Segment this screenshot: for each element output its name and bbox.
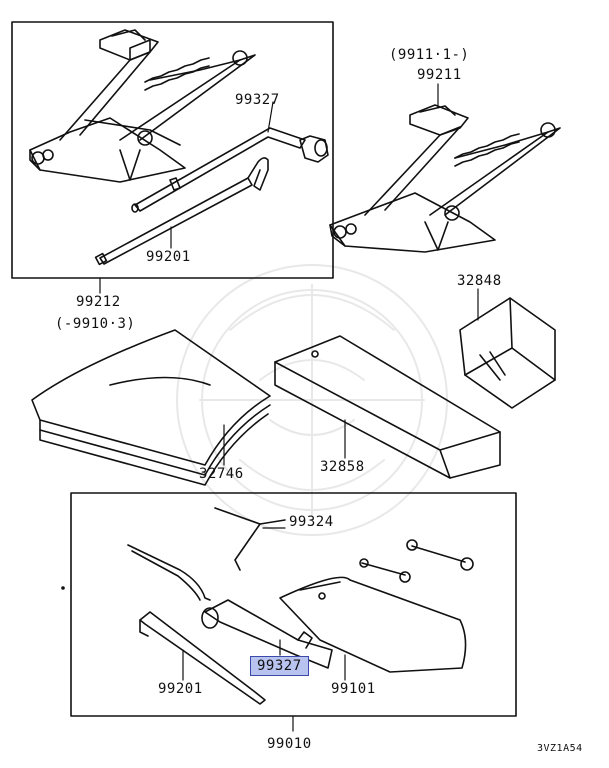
label-chock[interactable]: 32848	[457, 273, 502, 289]
screwdriver-bent-icon	[214, 507, 286, 571]
leader-lines	[99, 83, 479, 732]
label-jack-new-note: (9911·1-)	[389, 47, 470, 63]
label-jack-new[interactable]: 99211	[417, 67, 462, 83]
jack-rod-icon	[139, 611, 266, 705]
scissor-jack-icon	[29, 29, 256, 183]
jack-handle-icon	[201, 599, 333, 669]
jack-kit-box	[11, 21, 334, 279]
watermark-emblem	[176, 264, 448, 536]
label-handle-lower-highlighted[interactable]: 99327	[250, 656, 309, 676]
wrench-small-icon	[359, 558, 411, 583]
label-handle-upper[interactable]: 99327	[235, 92, 280, 108]
jack-handle-icon	[131, 127, 329, 213]
wrench-large-icon	[406, 539, 474, 571]
scissor-jack-icon	[329, 104, 561, 253]
jack-case-icon	[274, 335, 501, 479]
label-rod-upper[interactable]: 99201	[146, 249, 191, 265]
jack-rod-icon	[94, 157, 269, 266]
label-jack-old-kit-note: (-9910·3)	[55, 316, 136, 332]
label-rod-lower[interactable]: 99201	[158, 681, 203, 697]
wheel-chock-icon	[459, 297, 556, 409]
tool-bag-flat-icon	[279, 576, 467, 673]
stray-dot	[61, 586, 65, 590]
diagram-code: 3VZ1A54	[537, 743, 583, 754]
label-tool-kit[interactable]: 99010	[267, 736, 312, 752]
tool-bag-folded-icon	[31, 329, 271, 486]
label-screwdriver[interactable]: 99324	[289, 514, 334, 530]
label-tool-bag[interactable]: 99101	[331, 681, 376, 697]
label-jack-old-kit[interactable]: 99212	[76, 294, 121, 310]
label-case[interactable]: 32858	[320, 459, 365, 475]
label-bag[interactable]: 32746	[199, 466, 244, 482]
lever-bar-icon	[127, 544, 211, 601]
